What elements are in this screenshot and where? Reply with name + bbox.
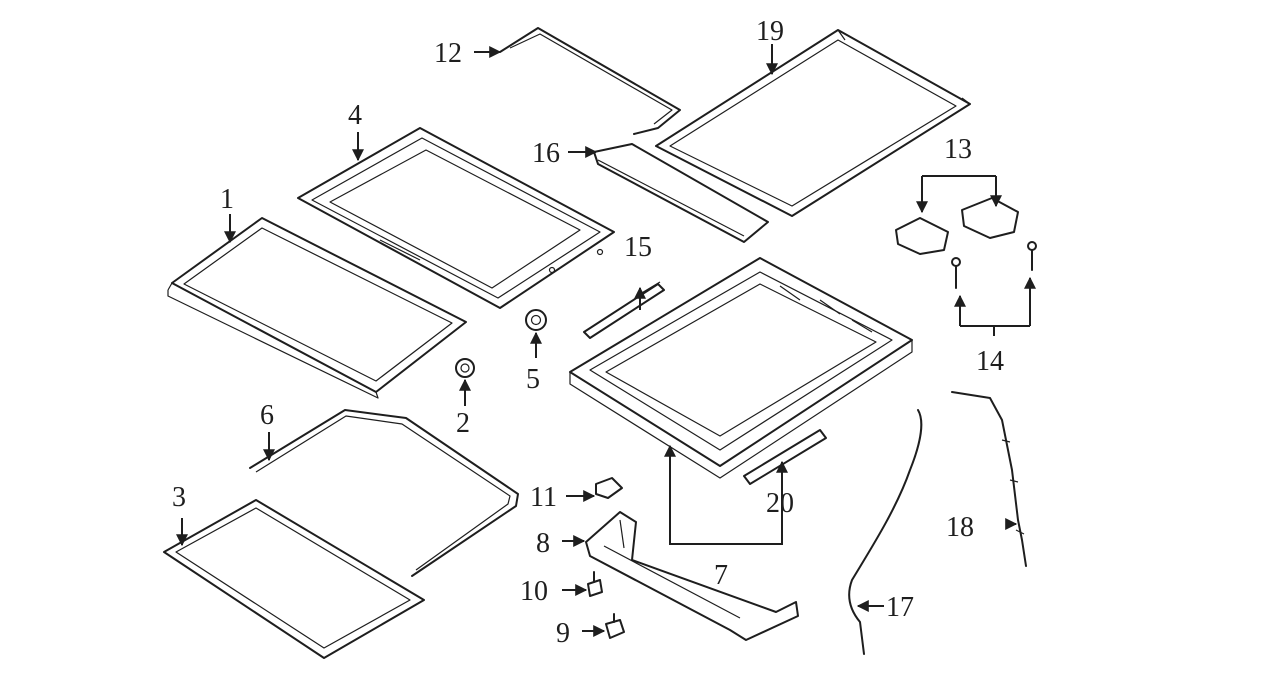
callout-15: 15: [624, 232, 652, 263]
callout-4: 4: [348, 100, 362, 131]
callout-12: 12: [434, 38, 462, 69]
callout-labels: 1 2 3 4 5 6 7 8 9 10 11 12 13 14 15 16 1…: [172, 16, 1004, 649]
part-9-bolt: [605, 613, 625, 639]
callout-2: 2: [456, 408, 470, 439]
callout-11: 11: [530, 482, 557, 513]
part-7-sunroof-frame: [569, 257, 913, 479]
part-1-rear-glass-panel: [167, 217, 467, 399]
callout-18: 18: [946, 512, 974, 543]
callout-14: 14: [976, 346, 1004, 377]
callout-3: 3: [172, 482, 186, 513]
callout-10: 10: [520, 576, 548, 607]
part-13-motors: [895, 197, 1019, 255]
part-6-seal-strip: [249, 409, 519, 577]
part-10-bolt: [587, 571, 603, 597]
part-2-nut: [455, 358, 475, 378]
callout-20: 20: [766, 488, 794, 519]
part-8-cross-member: [585, 511, 799, 641]
part-16-wind-deflector: [593, 143, 769, 243]
part-17-drain-hose: [848, 409, 923, 655]
part-14-bolts: [951, 241, 1037, 289]
callout-1: 1: [220, 184, 234, 215]
part-5-nut: [525, 309, 547, 331]
part-15-guide-strip: [583, 281, 665, 339]
callout-leaders: [176, 44, 1036, 637]
callout-8: 8: [536, 528, 550, 559]
part-11-clip: [595, 477, 623, 499]
callout-6: 6: [260, 400, 274, 431]
part-18-wiring-harness: [951, 391, 1027, 567]
part-3-glass-seal-frame: [163, 499, 425, 659]
callout-9: 9: [556, 618, 570, 649]
part-20-bracket: [743, 429, 827, 485]
callout-7: 7: [714, 560, 728, 591]
part-12-cable: [499, 27, 681, 135]
callout-17: 17: [886, 592, 914, 623]
part-4-front-glass-panel: [297, 127, 615, 309]
callout-13: 13: [944, 134, 972, 165]
callout-5: 5: [526, 364, 540, 395]
callout-16: 16: [532, 138, 560, 169]
callout-19: 19: [756, 16, 784, 47]
